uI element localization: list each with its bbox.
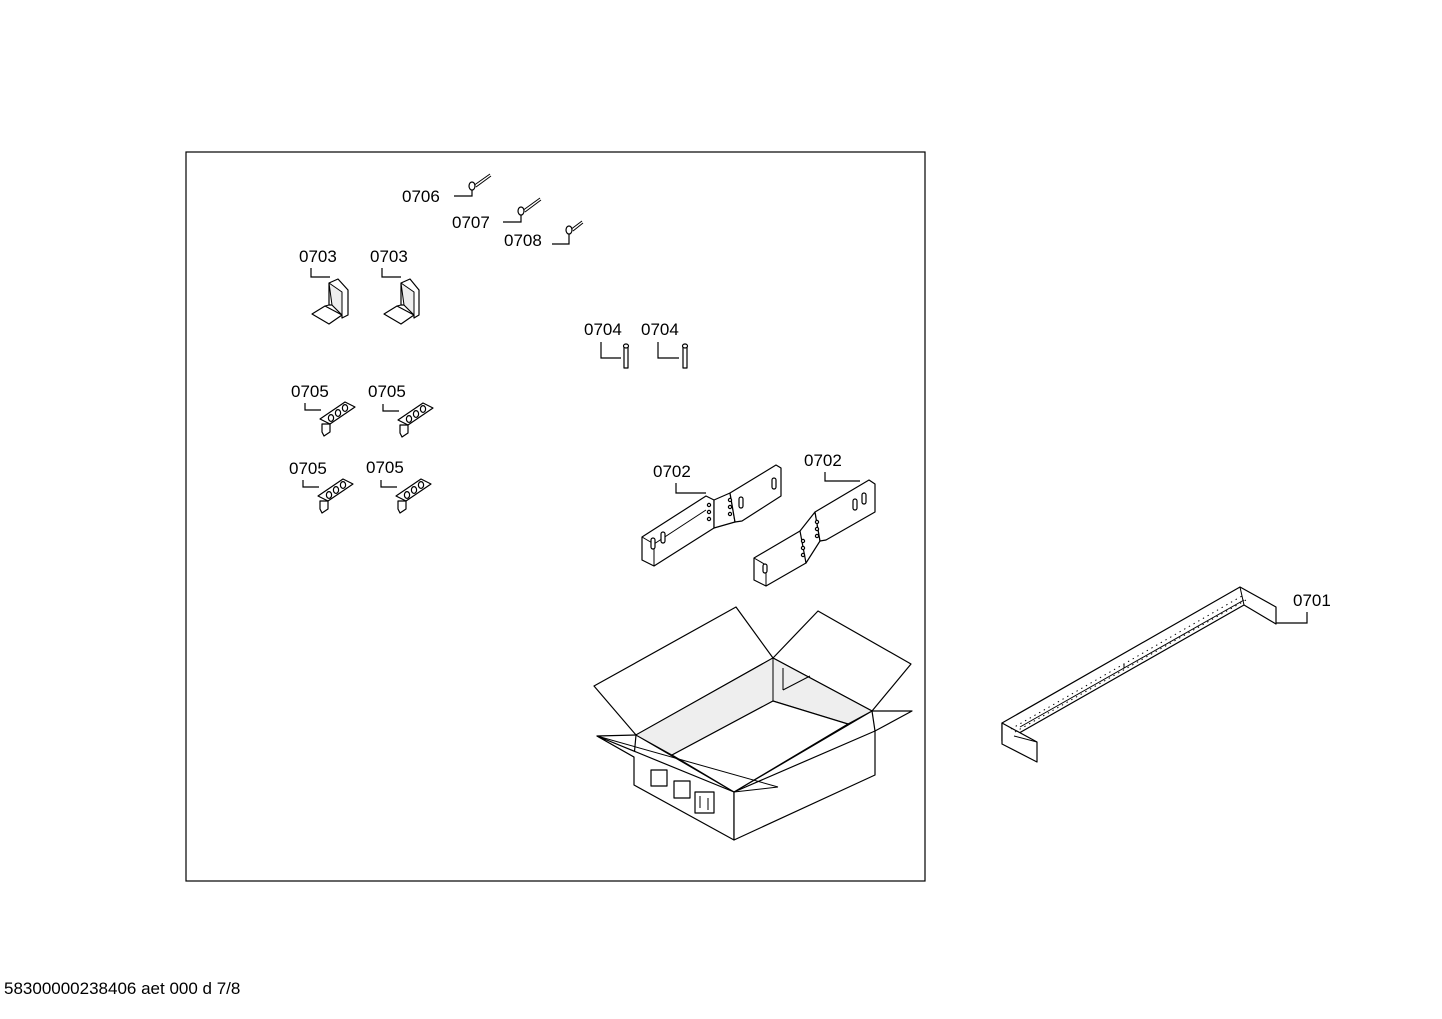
diagram-frame bbox=[185, 151, 926, 882]
screw-0706 bbox=[454, 173, 492, 197]
label-0708: 0708 bbox=[504, 231, 542, 250]
bracket-0702-b bbox=[753, 472, 876, 587]
clip-0705-c bbox=[302, 478, 354, 514]
label-0705-a: 0705 bbox=[291, 382, 329, 401]
document-code: 58300000238406 aet 000 d 7/8 bbox=[4, 979, 241, 998]
label-0705-b: 0705 bbox=[368, 382, 406, 401]
rail-0701 bbox=[1001, 586, 1308, 763]
angle-bracket-0703-b bbox=[381, 268, 420, 325]
carton-box bbox=[593, 606, 913, 841]
label-0702-a: 0702 bbox=[653, 462, 691, 481]
label-0705-d: 0705 bbox=[366, 458, 404, 477]
label-0702-b: 0702 bbox=[804, 451, 842, 470]
bracket-0702-a bbox=[641, 464, 782, 567]
label-0707: 0707 bbox=[452, 213, 490, 232]
pin-0704-b bbox=[657, 342, 689, 369]
clip-0705-b bbox=[382, 402, 434, 438]
clip-0705-d bbox=[380, 478, 432, 514]
label-0704-b: 0704 bbox=[641, 320, 679, 339]
label-0703-a: 0703 bbox=[299, 247, 337, 266]
angle-bracket-0703-a bbox=[310, 268, 349, 325]
label-0705-c: 0705 bbox=[289, 459, 327, 478]
clip-0705-a bbox=[304, 401, 356, 437]
label-0703-b: 0703 bbox=[370, 247, 408, 266]
screw-0707 bbox=[503, 197, 542, 223]
label-0704-a: 0704 bbox=[584, 320, 622, 339]
screw-0708 bbox=[552, 220, 584, 245]
pin-0704-a bbox=[600, 342, 630, 369]
label-0701: 0701 bbox=[1293, 591, 1331, 610]
label-0706: 0706 bbox=[402, 187, 440, 206]
